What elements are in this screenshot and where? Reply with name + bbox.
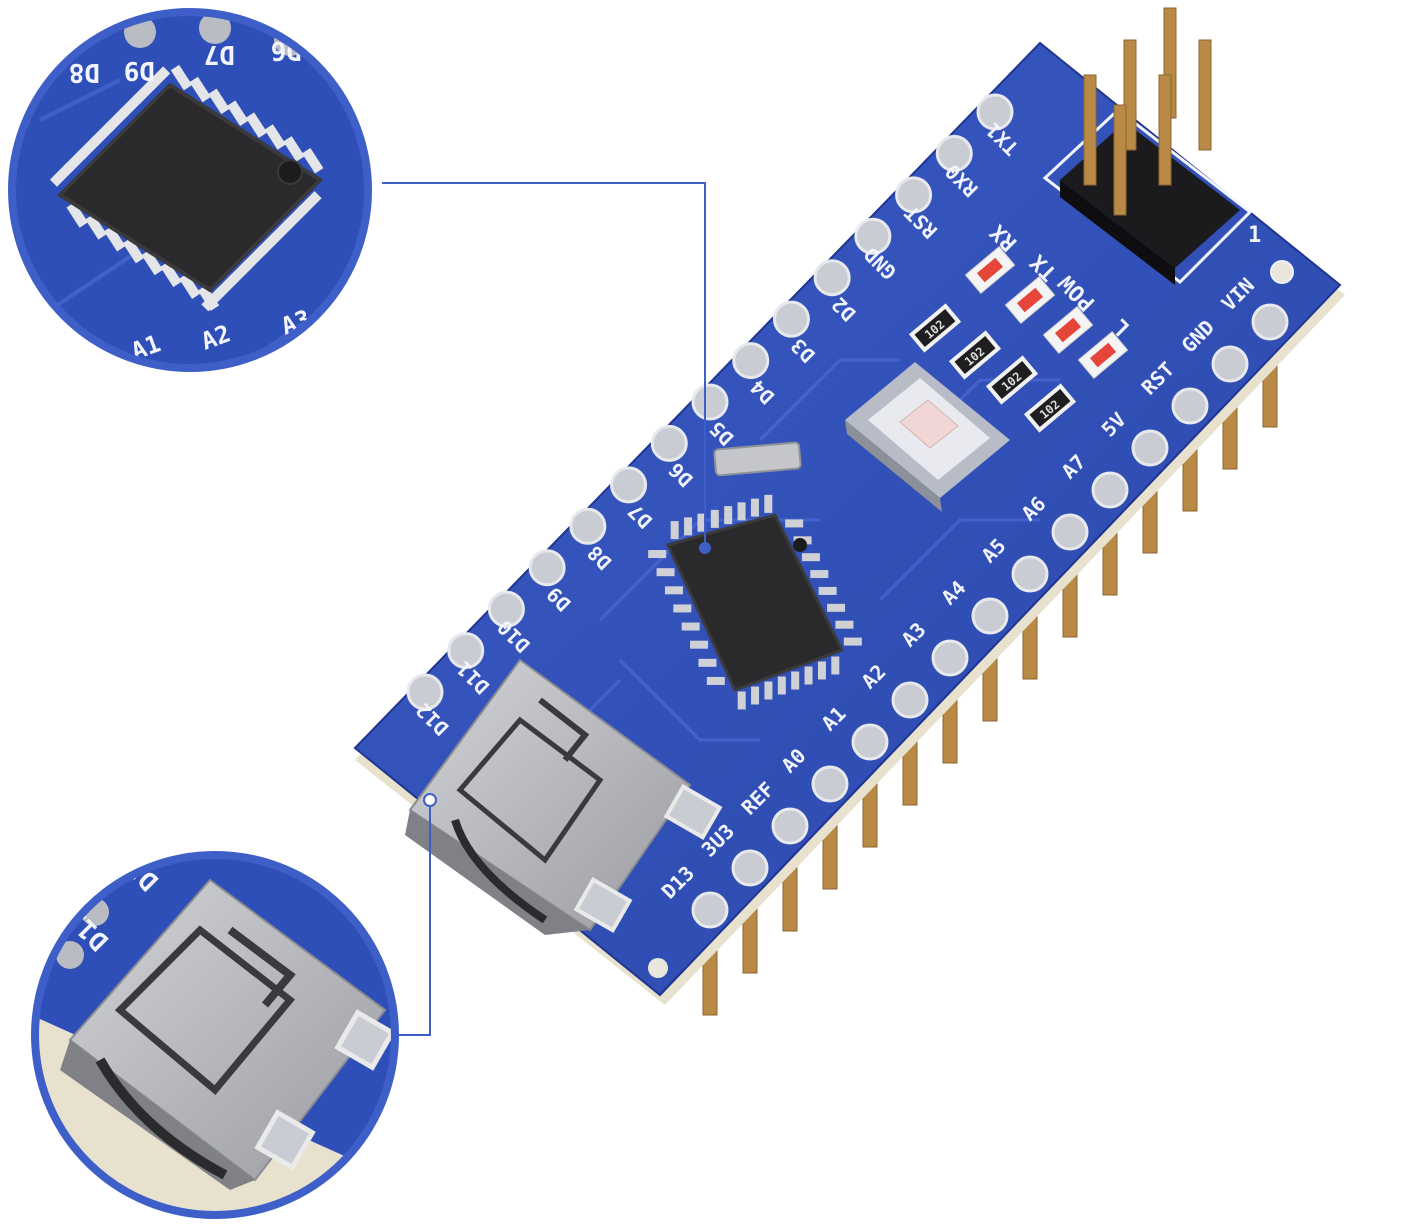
usb-callout-dot	[423, 793, 437, 807]
header-pad	[935, 134, 973, 172]
resistor	[908, 303, 962, 353]
mounting-hole-bottom	[648, 958, 668, 978]
header-pad	[771, 807, 809, 845]
chip-callout-dot	[699, 542, 711, 554]
chip-callout-line	[382, 182, 706, 548]
header-pad	[1251, 303, 1289, 341]
header-pad	[854, 217, 892, 255]
header-pad	[1011, 555, 1049, 593]
header-pad	[971, 597, 1009, 635]
left-header-pads	[406, 93, 1014, 711]
header-pad	[569, 507, 607, 545]
right-header-pads	[691, 303, 1289, 929]
zoom-chip-label: D8	[69, 57, 100, 87]
status-leds	[964, 245, 1129, 380]
header-pad	[650, 424, 688, 462]
header-pad	[610, 466, 648, 504]
icsp-pin1-mark: 1	[1248, 223, 1261, 248]
usb-zoom-ring	[31, 851, 399, 1219]
header-pad	[1091, 471, 1129, 509]
mini-usb-connector	[405, 658, 723, 935]
header-pad	[976, 93, 1014, 131]
atmega-chip	[648, 494, 862, 710]
header-pad	[691, 383, 729, 421]
header-pad	[772, 300, 810, 338]
header-pad	[447, 632, 485, 670]
header-pad	[691, 891, 729, 929]
header-pad	[1211, 345, 1249, 383]
resistor	[948, 330, 1002, 380]
header-pad	[406, 673, 444, 711]
header-pad	[851, 723, 889, 761]
header-pad	[1171, 387, 1209, 425]
mounting-hole	[1270, 260, 1294, 284]
callout-lines	[382, 182, 711, 1036]
header-pad	[487, 590, 525, 628]
header-pad	[1131, 429, 1169, 467]
resistor	[985, 355, 1039, 405]
zoom-chip-label: D7	[204, 39, 235, 69]
header-pad	[731, 849, 769, 887]
crystal-oscillator	[713, 441, 802, 477]
header-pad	[813, 259, 851, 297]
icsp-header: 1	[1042, 7, 1261, 285]
header-pad	[528, 549, 566, 587]
header-pad	[811, 765, 849, 803]
reset-button	[845, 362, 1010, 512]
usb-callout-line	[397, 800, 431, 1036]
header-pad	[732, 342, 770, 380]
header-pad	[895, 176, 933, 214]
zoom-chip-label: D9	[124, 55, 155, 85]
chip-zoom-ring	[8, 8, 372, 372]
resistor	[1023, 383, 1077, 433]
header-pad	[891, 681, 929, 719]
header-pad	[931, 639, 969, 677]
header-pad	[1051, 513, 1089, 551]
